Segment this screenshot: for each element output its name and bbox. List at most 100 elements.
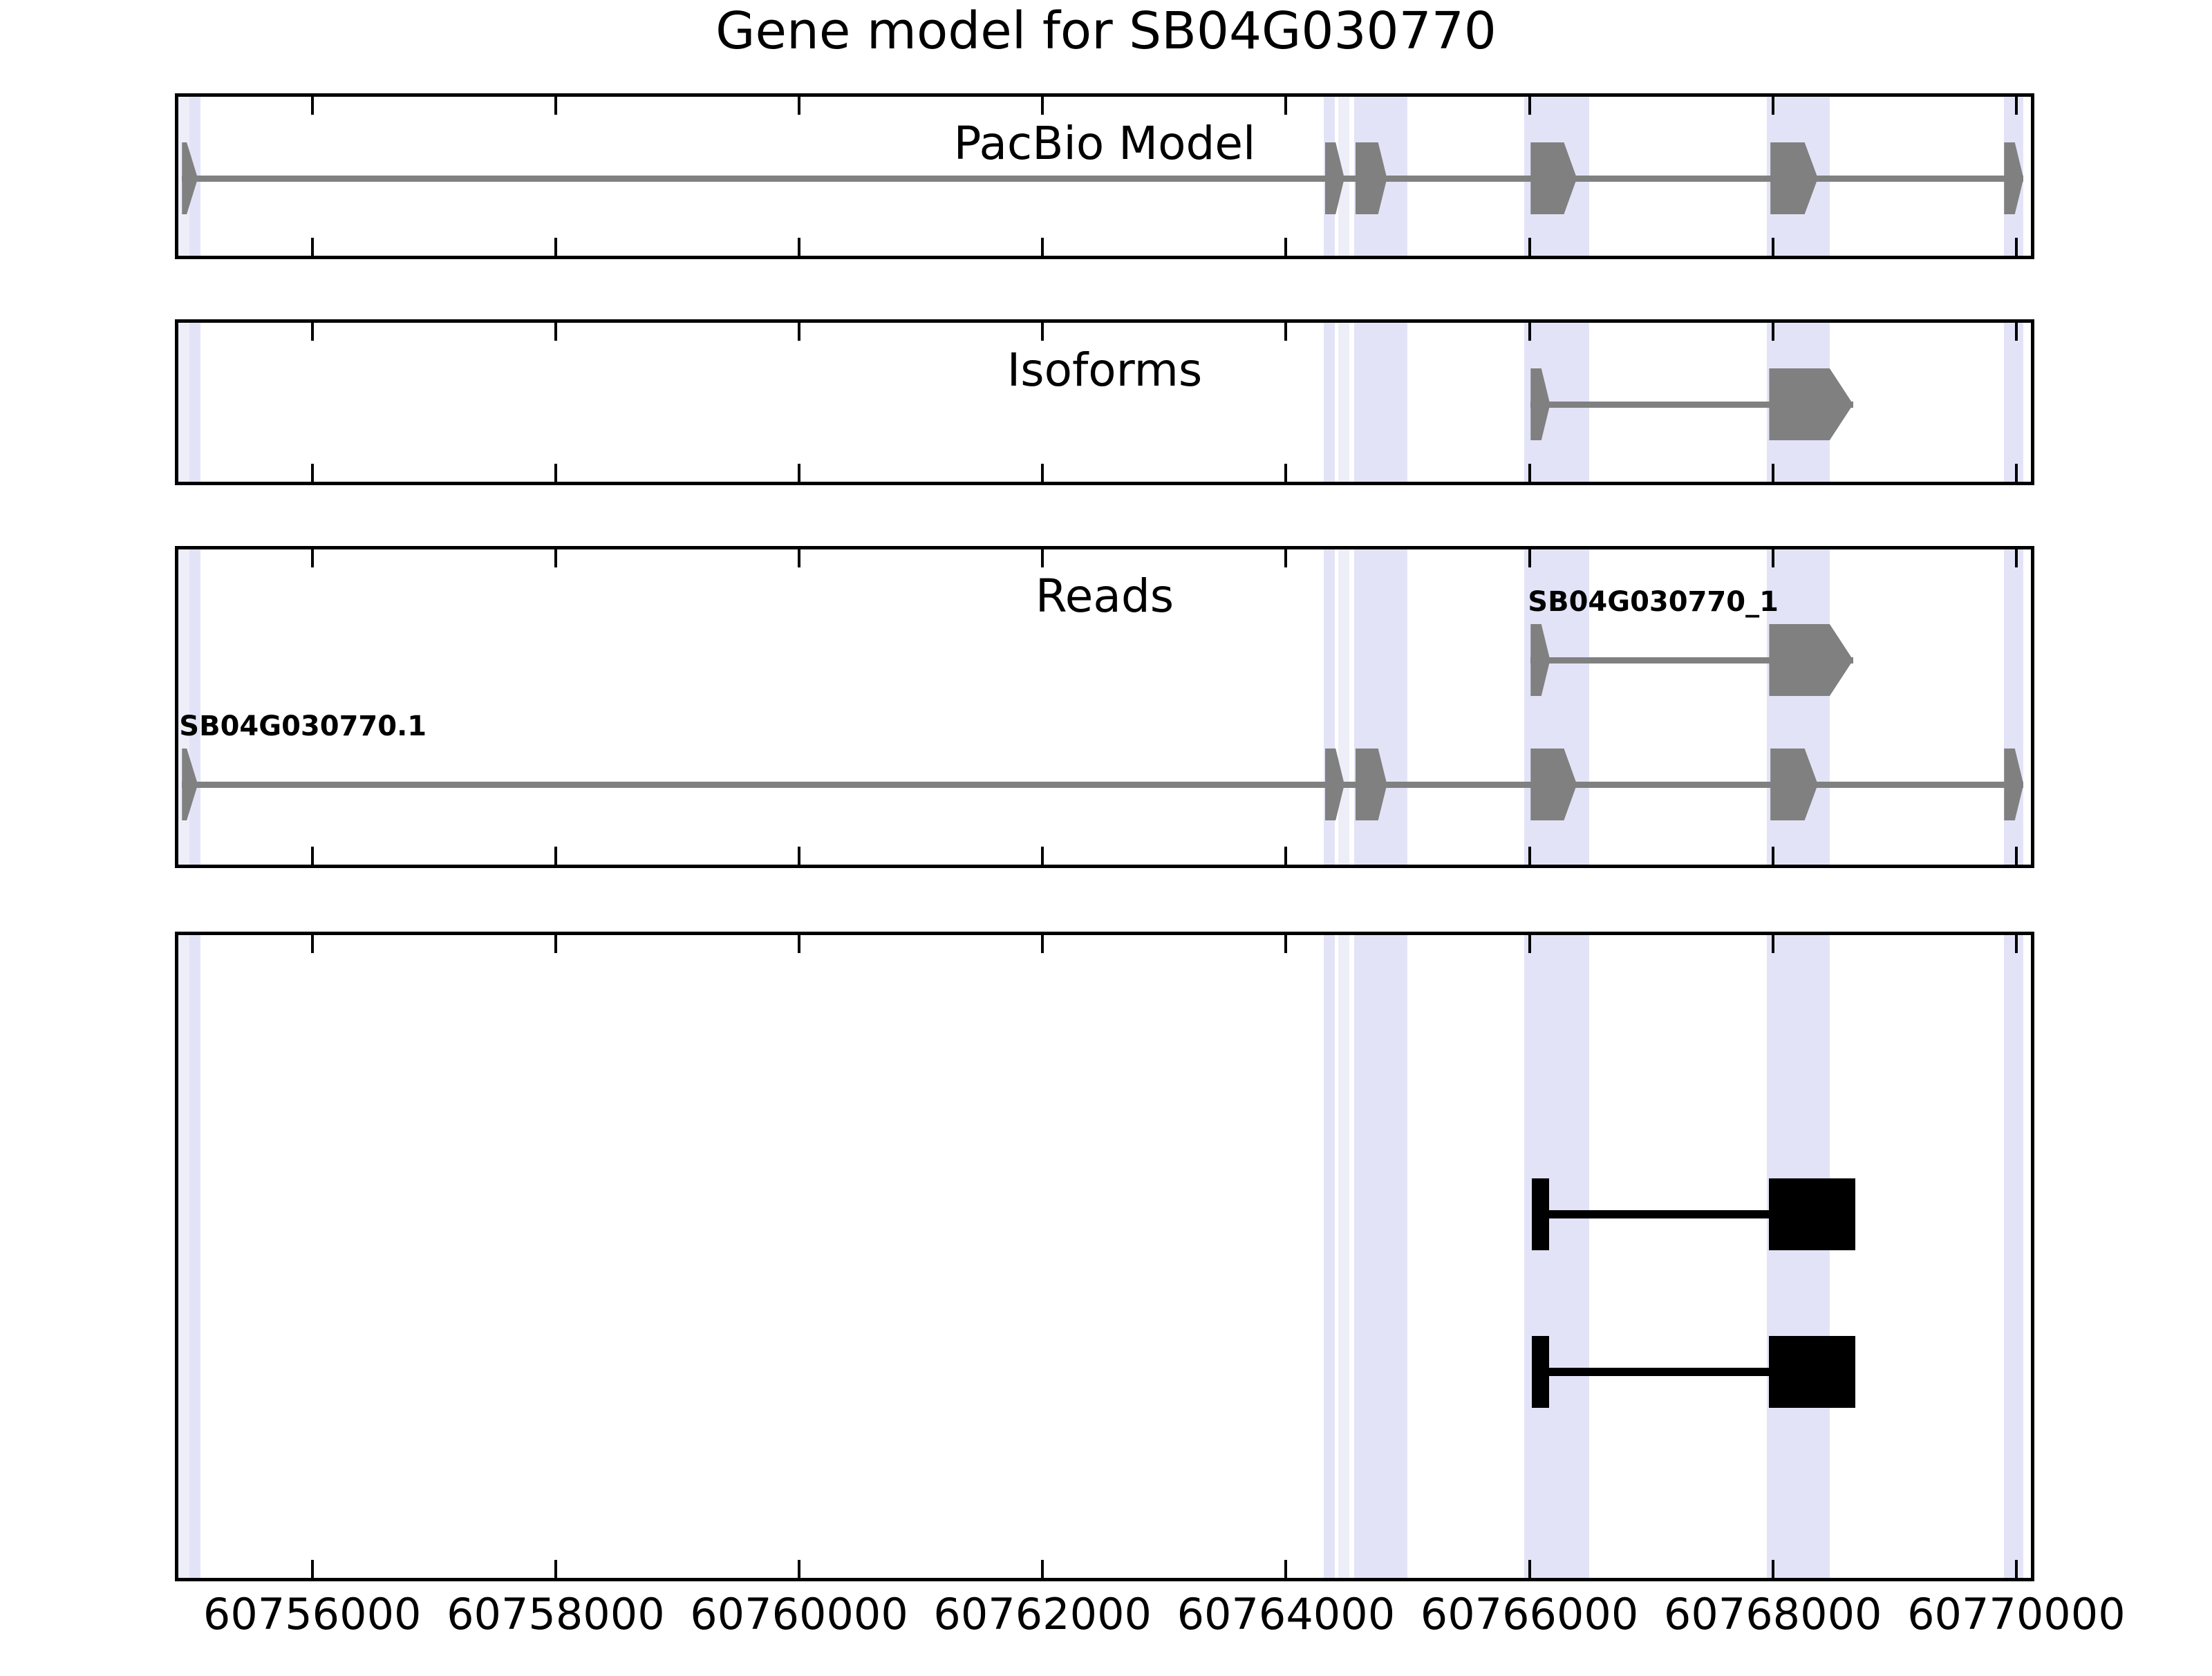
axis-tick <box>1041 1560 1044 1578</box>
transcript-label: SB04G030770.1 <box>179 710 427 742</box>
panel-title-reads: Reads <box>1035 569 1174 623</box>
axis-tick <box>1528 238 1531 256</box>
axis-tick <box>1284 847 1288 865</box>
axis-tick <box>2014 549 2018 567</box>
panel-pacbio-model-axes <box>175 319 2034 485</box>
exon <box>1769 1336 1856 1408</box>
transcript-backbone <box>1530 657 1853 663</box>
axis-tick <box>1284 935 1288 953</box>
highlight-band <box>178 323 189 482</box>
axis-tick <box>798 238 801 256</box>
x-tick-label: 60760000 <box>690 1589 908 1639</box>
highlight-band <box>1338 323 1349 482</box>
highlight-band <box>1524 935 1589 1578</box>
panel-title-isoforms: Isoforms <box>1006 343 1203 397</box>
axis-tick <box>1284 323 1288 341</box>
x-tick-label: 60756000 <box>203 1589 422 1639</box>
axis-tick <box>1771 238 1774 256</box>
axis-tick <box>1041 238 1044 256</box>
highlight-band <box>2004 935 2024 1578</box>
axis-tick <box>1041 935 1044 953</box>
axis-tick <box>1771 97 1774 115</box>
axis-tick <box>2014 847 2018 865</box>
axis-tick <box>1528 1560 1531 1578</box>
exon <box>1532 1336 1549 1408</box>
highlight-band <box>1353 935 1408 1578</box>
x-tick-label: 60770000 <box>1907 1589 2126 1639</box>
highlight-band <box>1323 935 1335 1578</box>
axis-tick <box>798 935 801 953</box>
axis-tick <box>1041 847 1044 865</box>
panel-title-pacbio-model: PacBio Model <box>953 117 1256 170</box>
axis-tick <box>554 549 557 567</box>
axis-tick <box>554 238 557 256</box>
axis-tick <box>2014 464 2018 482</box>
highlight-band <box>1353 323 1408 482</box>
axis-tick <box>2014 1560 2018 1578</box>
x-tick-label: 60766000 <box>1420 1589 1639 1639</box>
axis-tick <box>554 97 557 115</box>
figure-title: Gene model for SB04G030770 <box>715 1 1497 61</box>
axis-tick <box>1771 1560 1774 1578</box>
axis-tick <box>2014 935 2018 953</box>
axis-tick <box>1528 97 1531 115</box>
axis-tick <box>554 1560 557 1578</box>
axis-tick <box>310 238 314 256</box>
axis-tick <box>798 847 801 865</box>
axis-tick <box>1528 323 1531 341</box>
highlight-band <box>178 935 189 1578</box>
highlight-band <box>189 323 200 482</box>
panel-gene-model-axes <box>175 93 2034 259</box>
axis-tick <box>554 935 557 953</box>
exon <box>1769 1178 1856 1250</box>
axis-tick <box>1528 549 1531 567</box>
axis-tick <box>1284 1560 1288 1578</box>
axis-tick <box>798 97 801 115</box>
axis-tick <box>554 323 557 341</box>
axis-tick <box>1771 847 1774 865</box>
axis-tick <box>1284 97 1288 115</box>
axis-tick <box>1041 464 1044 482</box>
axis-tick <box>2014 238 2018 256</box>
axis-tick <box>310 323 314 341</box>
axis-tick <box>1528 847 1531 865</box>
axis-tick <box>554 464 557 482</box>
axis-tick <box>1284 549 1288 567</box>
highlight-band <box>2004 323 2024 482</box>
highlight-band <box>1323 323 1335 482</box>
axis-tick <box>1041 549 1044 567</box>
axis-tick <box>310 549 314 567</box>
axis-tick <box>1771 935 1774 953</box>
axis-tick <box>1528 464 1531 482</box>
transcript-backbone <box>182 176 2024 182</box>
axis-tick <box>310 1560 314 1578</box>
axis-tick <box>310 97 314 115</box>
axis-tick <box>798 464 801 482</box>
axis-tick <box>310 935 314 953</box>
axis-tick <box>1284 464 1288 482</box>
axis-tick <box>1041 323 1044 341</box>
transcript-label: SB04G030770_1 <box>1528 586 1779 618</box>
axis-tick <box>1771 323 1774 341</box>
x-tick-label: 60762000 <box>933 1589 1152 1639</box>
highlight-band <box>1766 935 1830 1578</box>
axis-tick <box>1284 238 1288 256</box>
axis-tick <box>798 549 801 567</box>
exon <box>1769 624 1853 696</box>
exon <box>1532 1178 1549 1250</box>
x-tick-label: 60764000 <box>1177 1589 1396 1639</box>
axis-tick <box>1771 549 1774 567</box>
panel-reads-axes <box>175 932 2034 1581</box>
transcript-backbone <box>1530 402 1853 408</box>
highlight-band <box>189 935 200 1578</box>
x-tick-label: 60758000 <box>447 1589 665 1639</box>
axis-tick <box>798 323 801 341</box>
axis-tick <box>798 1560 801 1578</box>
axis-tick <box>2014 323 2018 341</box>
axis-tick <box>310 847 314 865</box>
highlight-band <box>1338 935 1349 1578</box>
axis-tick <box>1771 464 1774 482</box>
transcript-backbone <box>182 782 2024 788</box>
